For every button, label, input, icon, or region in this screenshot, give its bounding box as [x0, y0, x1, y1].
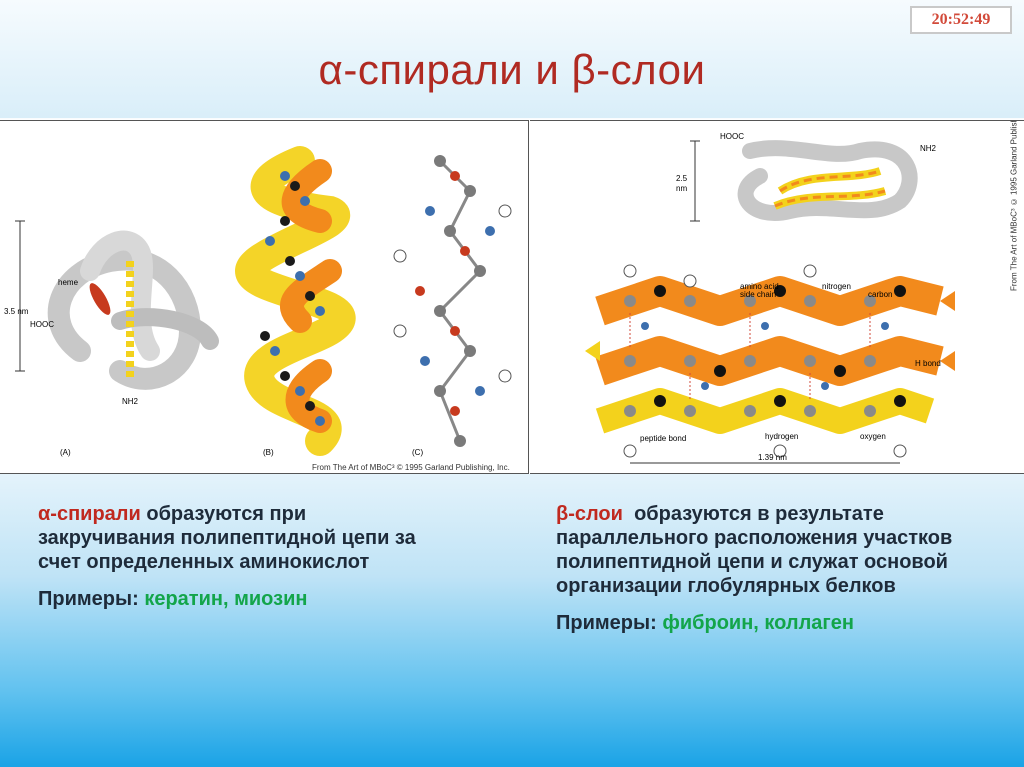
- beta-sheet-figure: HOOC NH2 2.5 nm: [530, 90, 1024, 474]
- label-hbond: H bond: [915, 359, 941, 368]
- label-side-chain: side chain: [740, 290, 776, 299]
- beta-text: образуются в результате параллельного ра…: [556, 503, 958, 597]
- label-nitrogen: nitrogen: [822, 282, 851, 291]
- label-a: (A): [60, 448, 71, 457]
- label-peptide-bond: peptide bond: [640, 434, 686, 443]
- label-hooc: HOOC: [30, 320, 54, 329]
- slide-header: 20:52:49 α-спирали и β-слои: [0, 0, 1024, 118]
- label-size-unit: nm: [676, 184, 687, 193]
- text-panel: α-спирали образуются при закручивания по…: [0, 474, 1024, 767]
- beta-examples-label: Примеры:: [556, 612, 663, 634]
- beta-description: β-слои образуются в результате параллель…: [556, 502, 986, 648]
- slide-title: α-спирали и β-слои: [318, 46, 706, 93]
- alpha-text: образуются при закручивания полипептидно…: [38, 503, 416, 573]
- alpha-examples: кератин, миозин: [144, 588, 308, 610]
- alpha-term: α-спирали: [38, 503, 141, 525]
- label-size-a: 3.5 nm: [4, 307, 29, 316]
- beta-term: β-слои: [556, 503, 623, 525]
- beta-examples: фиброин, коллаген: [662, 612, 854, 634]
- alpha-helix-figure: heme HOOC NH2 3.5 nm (A) (B): [0, 120, 529, 474]
- label-nh2-right: NH2: [920, 144, 937, 153]
- clock: 20:52:49: [910, 6, 1012, 34]
- credit-right: From The Art of MBoC³ © 1995 Garland Pub…: [1010, 121, 1019, 291]
- credit-left: From The Art of MBoC³ © 1995 Garland Pub…: [312, 463, 510, 472]
- label-nh2: NH2: [122, 397, 139, 406]
- label-oxygen: oxygen: [860, 432, 886, 441]
- alpha-description: α-спирали образуются при закручивания по…: [38, 502, 448, 624]
- label-amino: amino acid: [740, 282, 779, 291]
- alpha-examples-label: Примеры:: [38, 588, 145, 610]
- panel-a-ribbon: [15, 220, 219, 390]
- label-width: 1.39 nm: [758, 453, 787, 462]
- alpha-helix-illustration: heme HOOC NH2 3.5 nm (A) (B): [4, 146, 512, 472]
- label-carbon: carbon: [868, 290, 892, 299]
- beta-sheet-illustration: HOOC NH2 2.5 nm: [585, 90, 1019, 464]
- label-hydrogen: hydrogen: [765, 432, 798, 441]
- panel-b-helix: [234, 146, 356, 456]
- label-hooc-right: HOOC: [720, 132, 744, 141]
- label-b: (B): [263, 448, 274, 457]
- label-c: (C): [412, 448, 423, 457]
- panel-c-ball-stick: [393, 155, 512, 447]
- label-heme: heme: [58, 278, 79, 287]
- label-size-top: 2.5: [676, 174, 688, 183]
- top-ribbon: [690, 140, 918, 222]
- sheet-strands: [585, 264, 955, 458]
